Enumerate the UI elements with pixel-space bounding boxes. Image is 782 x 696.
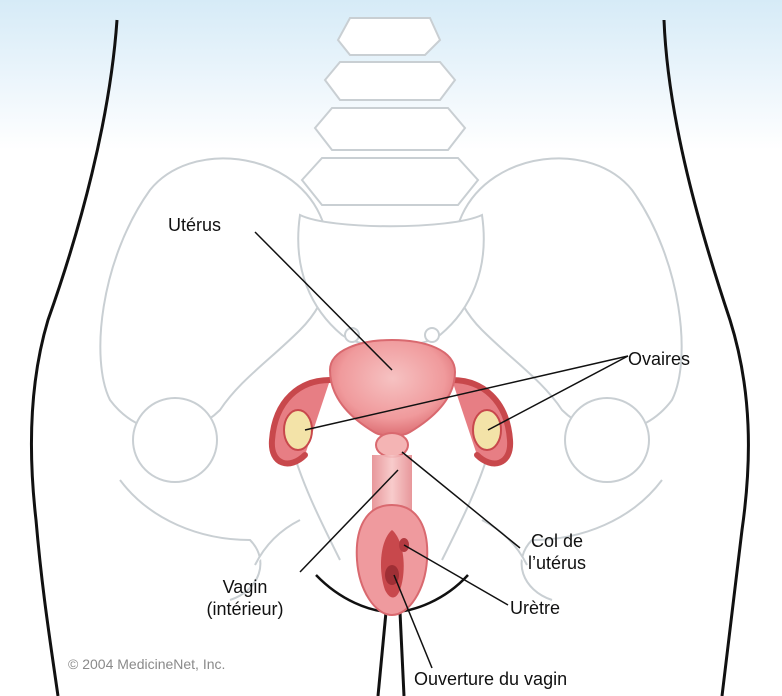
copyright-notice: © 2004 MedicineNet, Inc. xyxy=(68,656,225,672)
label-vagina: Vagin (intérieur) xyxy=(190,576,300,620)
uterus-shape xyxy=(330,340,455,436)
label-cervix: Col de l’utérus xyxy=(512,530,602,574)
label-vagina-line1: Vagin xyxy=(190,576,300,598)
label-cervix-line1: Col de xyxy=(512,530,602,552)
label-urethra: Urètre xyxy=(510,597,560,619)
label-vaginal-opening: Ouverture du vagin xyxy=(414,668,567,690)
label-vagina-line2: (intérieur) xyxy=(190,598,300,620)
right-ovary xyxy=(473,410,501,450)
label-ovaries: Ovaires xyxy=(628,348,690,370)
label-cervix-line2: l’utérus xyxy=(512,552,602,574)
label-uterus: Utérus xyxy=(168,214,221,236)
